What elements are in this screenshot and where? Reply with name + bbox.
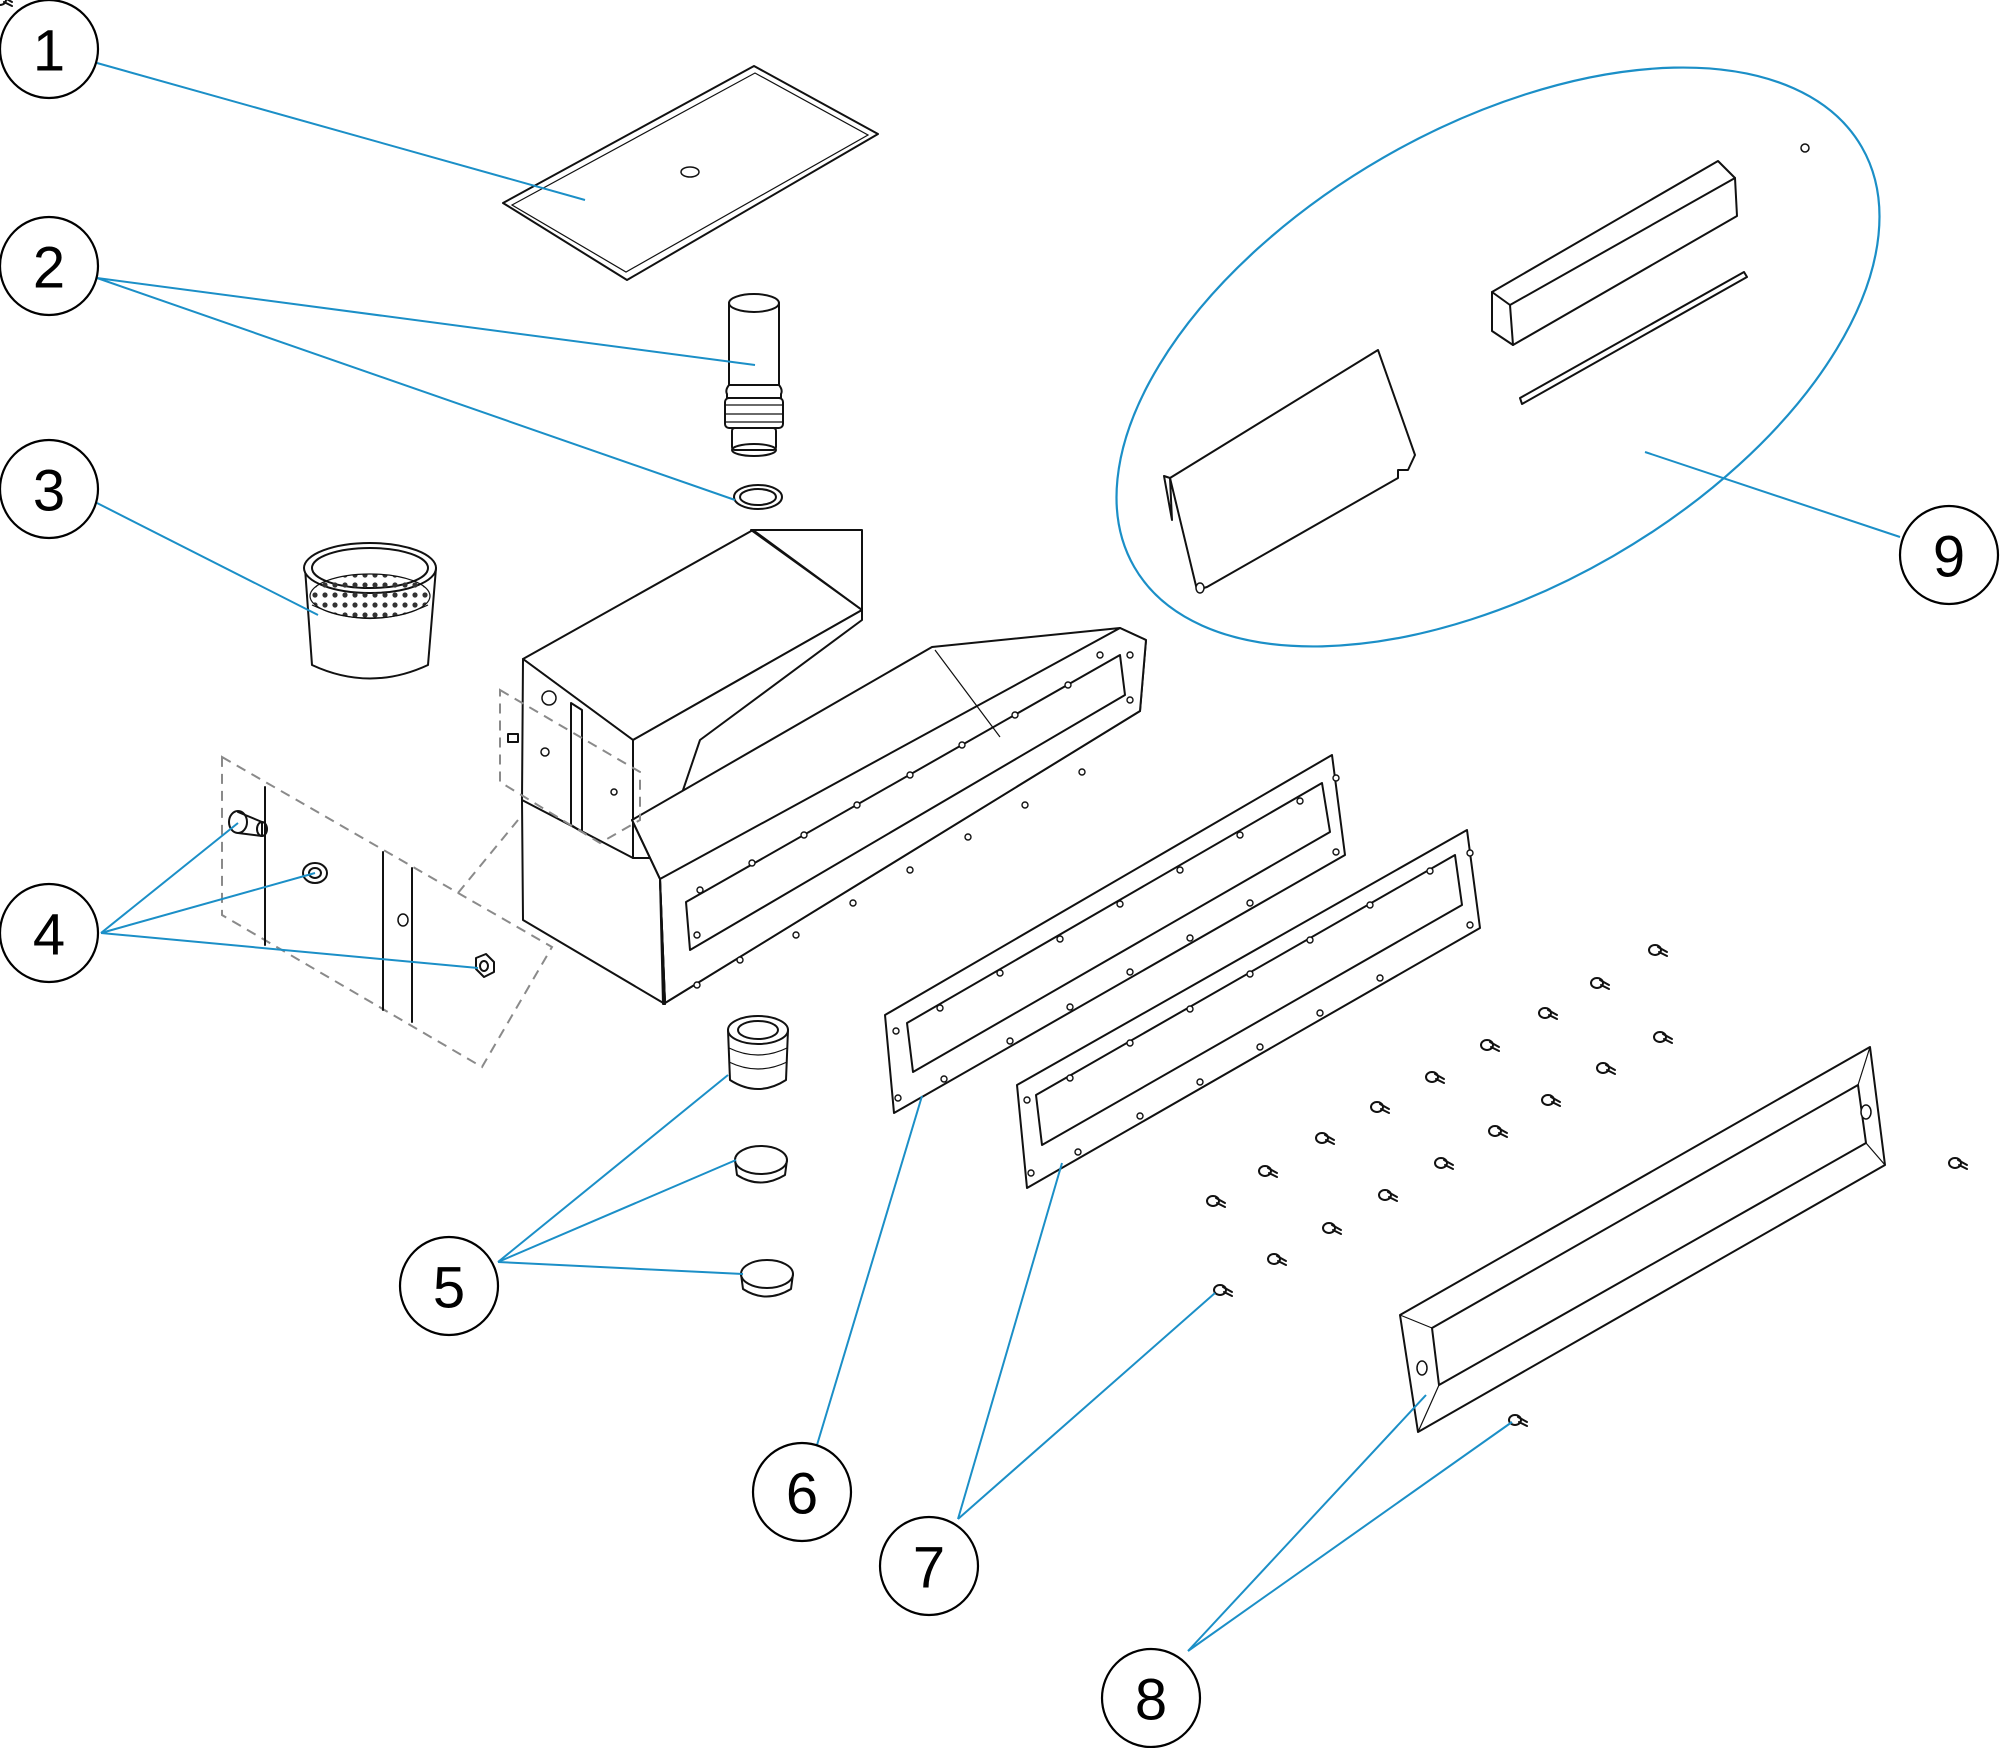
- callout-6-label: 6: [786, 1462, 818, 1527]
- part-6-gasket: [884, 754, 1346, 1114]
- part-5-cap-b: [740, 1259, 794, 1298]
- callout-7-label: 7: [913, 1536, 945, 1601]
- callout-5: 5: [398, 1235, 500, 1337]
- callout-2: 2: [0, 215, 100, 317]
- leader-lines: [96, 62, 1901, 1652]
- callout-9-label: 9: [1933, 525, 1965, 590]
- part-9-kit: [1163, 143, 1810, 594]
- callout-4-label: 4: [33, 903, 65, 968]
- part-7-gasket: [1016, 829, 1481, 1189]
- fitting-washer: [302, 862, 328, 884]
- callout-8-label: 8: [1135, 1668, 1167, 1733]
- callout-8: 8: [1100, 1647, 1202, 1748]
- callout-7: 7: [878, 1515, 980, 1617]
- part-8-face-plate: [1399, 1046, 1886, 1433]
- skimmer-body: [499, 529, 1147, 1005]
- callout-6: 6: [751, 1441, 853, 1543]
- part-3-basket: [303, 542, 437, 680]
- screw-array: [0, 0, 1968, 1427]
- fitting-bolt: [228, 810, 268, 837]
- kit-grouping-ellipse: [1115, 66, 1881, 648]
- callout-5-label: 5: [433, 1256, 465, 1321]
- part-2-adapter: [724, 293, 784, 457]
- callout-2-label: 2: [33, 236, 65, 301]
- part-2-o-ring: [733, 484, 783, 510]
- callout-3-label: 3: [33, 459, 65, 524]
- callout-1: 1: [0, 0, 100, 100]
- callout-9: 9: [1898, 504, 2000, 606]
- callout-1-label: 1: [33, 19, 65, 84]
- part-5-cap-a: [734, 1145, 788, 1184]
- fitting-nut: [475, 953, 495, 978]
- part-1-lid: [502, 65, 879, 281]
- part-5-union: [727, 1015, 789, 1090]
- part-4-side-plate: [221, 755, 554, 1069]
- callout-4: 4: [0, 882, 100, 984]
- callout-3: 3: [0, 438, 100, 540]
